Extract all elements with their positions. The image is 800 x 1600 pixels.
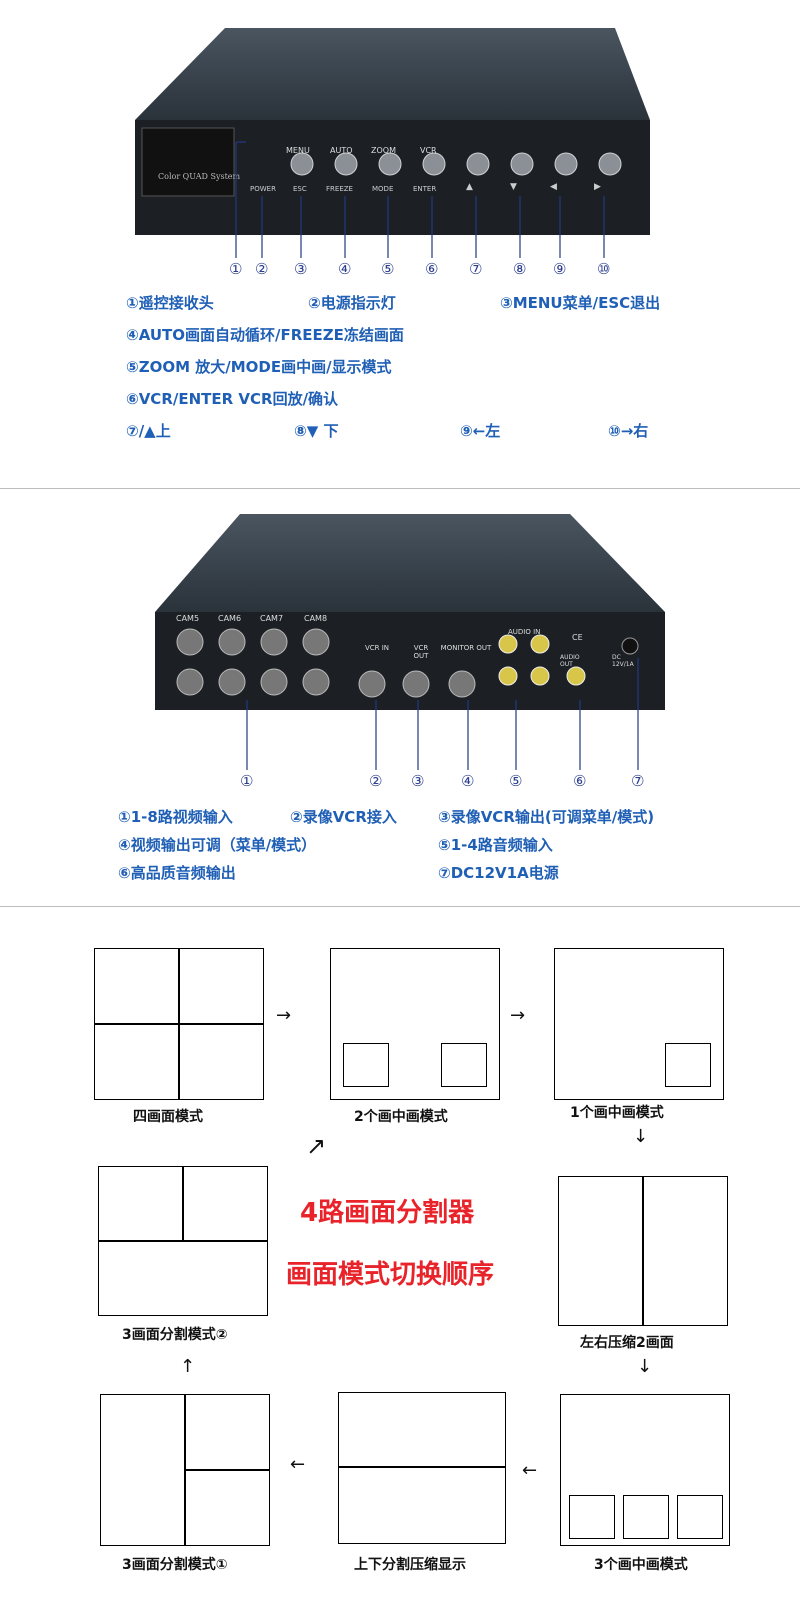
btn-label-vcr: VCR (420, 146, 437, 155)
arrow-left-1: ← (290, 1454, 306, 1475)
front-legend-5: ⑤ZOOM 放大/MODE画中画/显示模式 (126, 358, 392, 376)
front-callout-2: ② (255, 260, 269, 278)
mode-quad-box (94, 948, 264, 1100)
port-label-vcr-out: VCR OUT (413, 644, 429, 660)
front-callout-10: ⑩ (597, 260, 611, 278)
back-callout-3: ③ (411, 772, 425, 790)
back-legend-6: ⑥高品质音频输出 (118, 864, 236, 882)
caption-3split2: 3画面分割模式② (122, 1327, 228, 1343)
btn-label-freeze: FREEZE (326, 185, 353, 193)
back-legend-4: ④视频输出可调（菜单/模式） (118, 836, 317, 854)
arrow-left-2: ← (522, 1460, 538, 1481)
cam-label-5: CAM5 (176, 614, 200, 623)
arrow-down-1: ↓ (633, 1126, 649, 1147)
caption-2pip: 2个画中画模式 (354, 1109, 448, 1125)
btn-label-enter: ENTER (413, 185, 437, 193)
btn-label-zoom: ZOOM (371, 146, 396, 155)
front-callout-3: ③ (294, 260, 308, 278)
port-label-monitor-out: MONITOR OUT (440, 644, 492, 652)
mode-3pip-box (560, 1394, 730, 1546)
front-legend-4: ④AUTO画面自动循环/FREEZE冻结画面 (126, 326, 404, 344)
front-callout-6: ⑥ (425, 260, 439, 278)
caption-quad: 四画面模式 (133, 1109, 203, 1125)
btn-label-left: ◀ (550, 182, 557, 192)
back-device-photo: CE (150, 512, 680, 712)
back-callout-4: ④ (461, 772, 475, 790)
front-legend-9: ⑨←左 (460, 422, 501, 440)
front-legend-8: ⑧▼ 下 (294, 422, 339, 440)
mode-tb-box (338, 1392, 506, 1544)
front-callout-9: ⑨ (553, 260, 567, 278)
back-legend-7: ⑦DC12V1A电源 (438, 864, 559, 882)
back-callout-1: ① (240, 772, 254, 790)
mode-3split1-box (100, 1394, 270, 1546)
front-callout-7: ⑦ (469, 260, 483, 278)
mode-2pip-box (330, 948, 500, 1100)
port-label-audio-out: AUDIO OUT (560, 654, 580, 668)
btn-label-down: ▼ (510, 182, 517, 192)
btn-label-up: ▲ (466, 182, 473, 192)
arrow-up-1: ↑ (180, 1356, 196, 1377)
caption-tb: 上下分割压缩显示 (354, 1557, 466, 1573)
back-leader-lines (246, 658, 639, 770)
front-legend-6: ⑥VCR/ENTER VCR回放/确认 (126, 390, 339, 408)
front-legend-1: ①遥控接收头 (126, 294, 214, 312)
front-legend-2: ②电源指示灯 (308, 294, 396, 312)
back-legend-3: ③录像VCR输出(可调菜单/模式) (438, 808, 655, 826)
arrow-right-2: → (510, 1005, 526, 1026)
front-callout-8: ⑧ (513, 260, 527, 278)
back-callout-6: ⑥ (573, 772, 587, 790)
arrow-up-right: ↗ (306, 1132, 327, 1160)
front-legend-7: ⑦/▲上 (126, 422, 171, 440)
back-legend-2: ②录像VCR接入 (290, 808, 397, 826)
btn-label-menu: MENU (286, 146, 310, 155)
caption-1pip: 1个画中画模式 (570, 1105, 664, 1121)
btn-label-auto: AUTO (330, 146, 353, 155)
cam-label-8: CAM8 (304, 614, 328, 623)
caption-lr: 左右压缩2画面 (580, 1335, 674, 1351)
front-legend-10: ⑩→右 (608, 422, 649, 440)
btn-label-esc: ESC (293, 185, 307, 193)
front-device-photo (130, 20, 660, 240)
front-buttons (268, 140, 628, 210)
front-callout-5: ⑤ (381, 260, 395, 278)
back-legend-5: ⑤1-4路音频输入 (438, 836, 553, 854)
arrow-right-1: → (276, 1005, 292, 1026)
divider-1 (0, 488, 800, 489)
back-callout-5: ⑤ (509, 772, 523, 790)
back-callout-7: ⑦ (631, 772, 645, 790)
back-callout-2: ② (369, 772, 383, 790)
cam-label-7: CAM7 (260, 614, 284, 623)
front-logo: Color QUAD System (158, 172, 241, 181)
port-label-dc: DC 12V/1A (612, 654, 634, 668)
front-callout-4: ④ (338, 260, 352, 278)
mode-lr-box (558, 1176, 728, 1326)
btn-label-right: ▶ (594, 182, 601, 192)
caption-3split1: 3画面分割模式① (122, 1557, 228, 1573)
btn-label-power: POWER (250, 185, 276, 193)
mode-1pip-box (554, 948, 724, 1100)
arrow-down-2: ↓ (637, 1356, 653, 1377)
back-legend-1: ①1-8路视频输入 (118, 808, 233, 826)
svg-text:CE: CE (572, 633, 583, 642)
btn-label-mode: MODE (372, 185, 394, 193)
front-legend-3: ③MENU菜单/ESC退出 (500, 294, 661, 312)
cam-label-6: CAM6 (218, 614, 242, 623)
port-label-vcr-in: VCR IN (364, 644, 390, 652)
port-label-audio-in: AUDIO IN (508, 628, 541, 636)
diagram-title-2: 画面模式切换顺序 (286, 1260, 495, 1290)
caption-3pip: 3个画中画模式 (594, 1557, 688, 1573)
mode-3split2-box (98, 1166, 268, 1316)
diagram-title-1: 4路画面分割器 (300, 1198, 475, 1228)
divider-2 (0, 906, 800, 907)
front-leader-lines (235, 141, 605, 258)
front-callout-1: ① (229, 260, 243, 278)
